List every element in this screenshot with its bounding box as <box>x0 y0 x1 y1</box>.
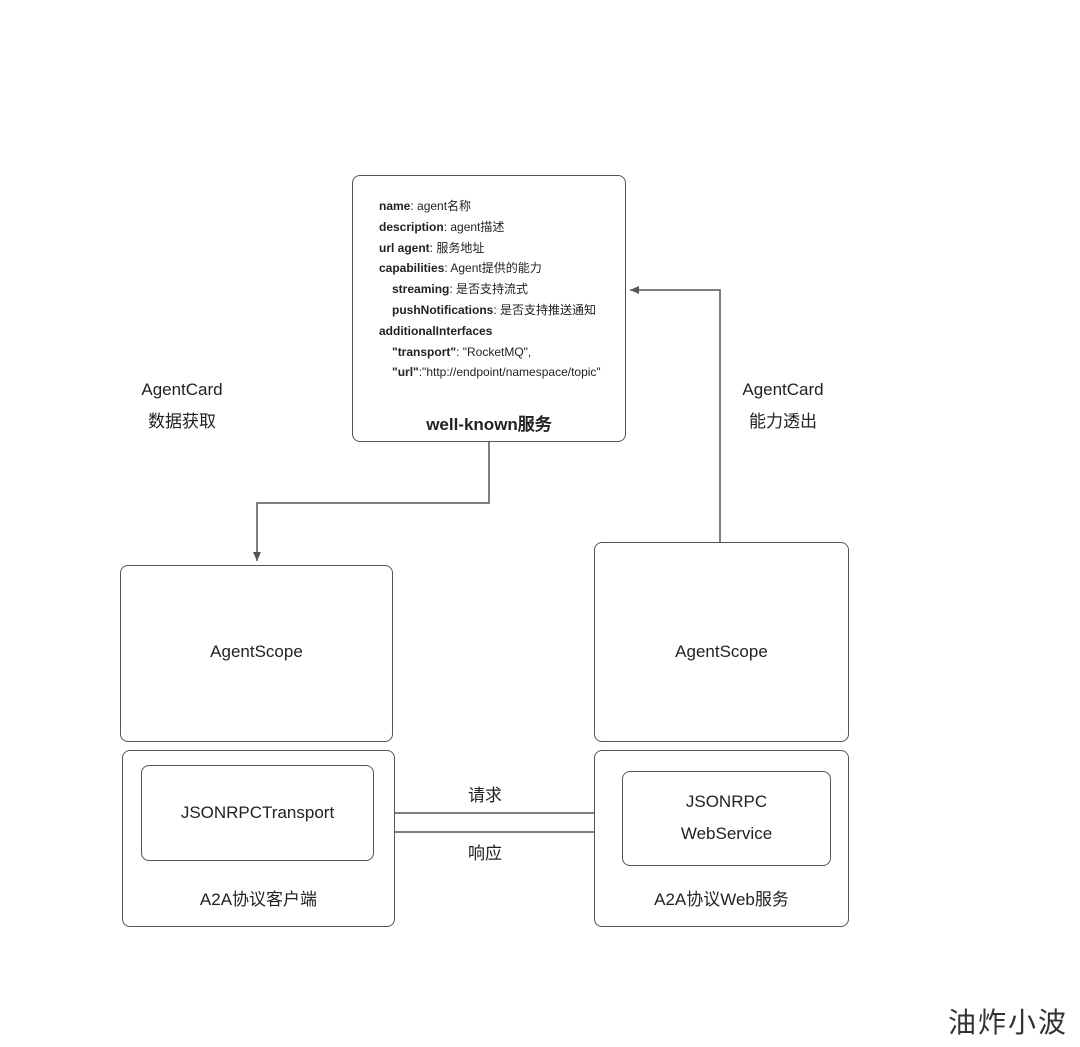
right-annotation-line1: AgentCard <box>742 380 824 399</box>
right-annotation-line2: 能力透出 <box>749 412 817 431</box>
card-field-value: : agent描述 <box>443 219 505 234</box>
card-field-line: additionalInterfaces <box>379 321 601 342</box>
card-field-value: : 是否支持推送通知 <box>493 302 597 317</box>
arrow-server-to-card <box>630 286 721 542</box>
server-protocol-label: A2A协议Web服务 <box>654 890 789 909</box>
card-field-value: : 是否支持流式 <box>449 282 529 297</box>
card-field-key: additionalInterfaces <box>379 323 493 338</box>
card-field-key: name <box>379 199 411 213</box>
card-field-key: "url" <box>392 365 419 380</box>
jsonrpc-transport-label: JSONRPCTransport <box>180 803 335 822</box>
card-field-key: streaming <box>392 282 450 297</box>
card-field-line: pushNotifications: 是否支持推送通知 <box>379 300 601 321</box>
card-field-value: : "RocketMQ", <box>456 344 532 359</box>
card-field-line: name: agent名称 <box>379 196 601 217</box>
client-protocol-box: JSONRPCTransport A2A协议客户端 <box>122 750 395 927</box>
webservice-line1: JSONRPC <box>685 792 768 811</box>
card-field-key: url agent <box>379 240 430 255</box>
server-agentscope-box: AgentScope <box>594 542 849 742</box>
left-annotation-line2: 数据获取 <box>148 412 216 431</box>
card-field-key: description <box>379 219 444 234</box>
jsonrpc-transport-box: JSONRPCTransport <box>141 765 374 861</box>
well-known-service-title: well-known服务 <box>426 415 552 434</box>
card-field-line: capabilities: Agent提供的能力 <box>379 258 601 279</box>
jsonrpc-webservice-box: JSONRPC WebService <box>622 771 831 866</box>
card-field-value: : 服务地址 <box>429 240 485 255</box>
card-field-value: : agent名称 <box>410 199 472 213</box>
card-field-value: : Agent提供的能力 <box>444 261 542 276</box>
right-annotation: AgentCard 能力透出 <box>731 374 835 438</box>
card-field-key: pushNotifications <box>392 302 494 317</box>
client-agentscope-label: AgentScope <box>210 642 303 661</box>
server-protocol-box: JSONRPC WebService A2A协议Web服务 <box>594 750 849 927</box>
left-annotation-line1: AgentCard <box>141 380 223 399</box>
arrow-card-to-client <box>253 442 490 561</box>
card-field-key: "transport" <box>392 344 457 359</box>
card-field-line: streaming: 是否支持流式 <box>379 279 601 300</box>
card-field-key: capabilities <box>379 261 445 276</box>
watermark: 油炸小波 <box>947 1006 1068 1039</box>
card-field-line: "transport": "RocketMQ", <box>379 342 601 363</box>
client-protocol-label: A2A协议客户端 <box>199 890 318 909</box>
webservice-line2: WebService <box>680 824 773 843</box>
request-label: 请求 <box>468 786 502 805</box>
left-annotation: AgentCard 数据获取 <box>130 374 234 438</box>
card-field-line: description: agent描述 <box>379 217 601 238</box>
client-agentscope-box: AgentScope <box>120 565 393 742</box>
response-label: 响应 <box>468 844 502 863</box>
card-field-line: "url":"http://endpoint/namespace/topic" <box>379 362 601 383</box>
card-field-line: url agent: 服务地址 <box>379 238 601 259</box>
server-agentscope-label: AgentScope <box>675 642 768 661</box>
card-field-value: :"http://endpoint/namespace/topic" <box>418 365 601 380</box>
